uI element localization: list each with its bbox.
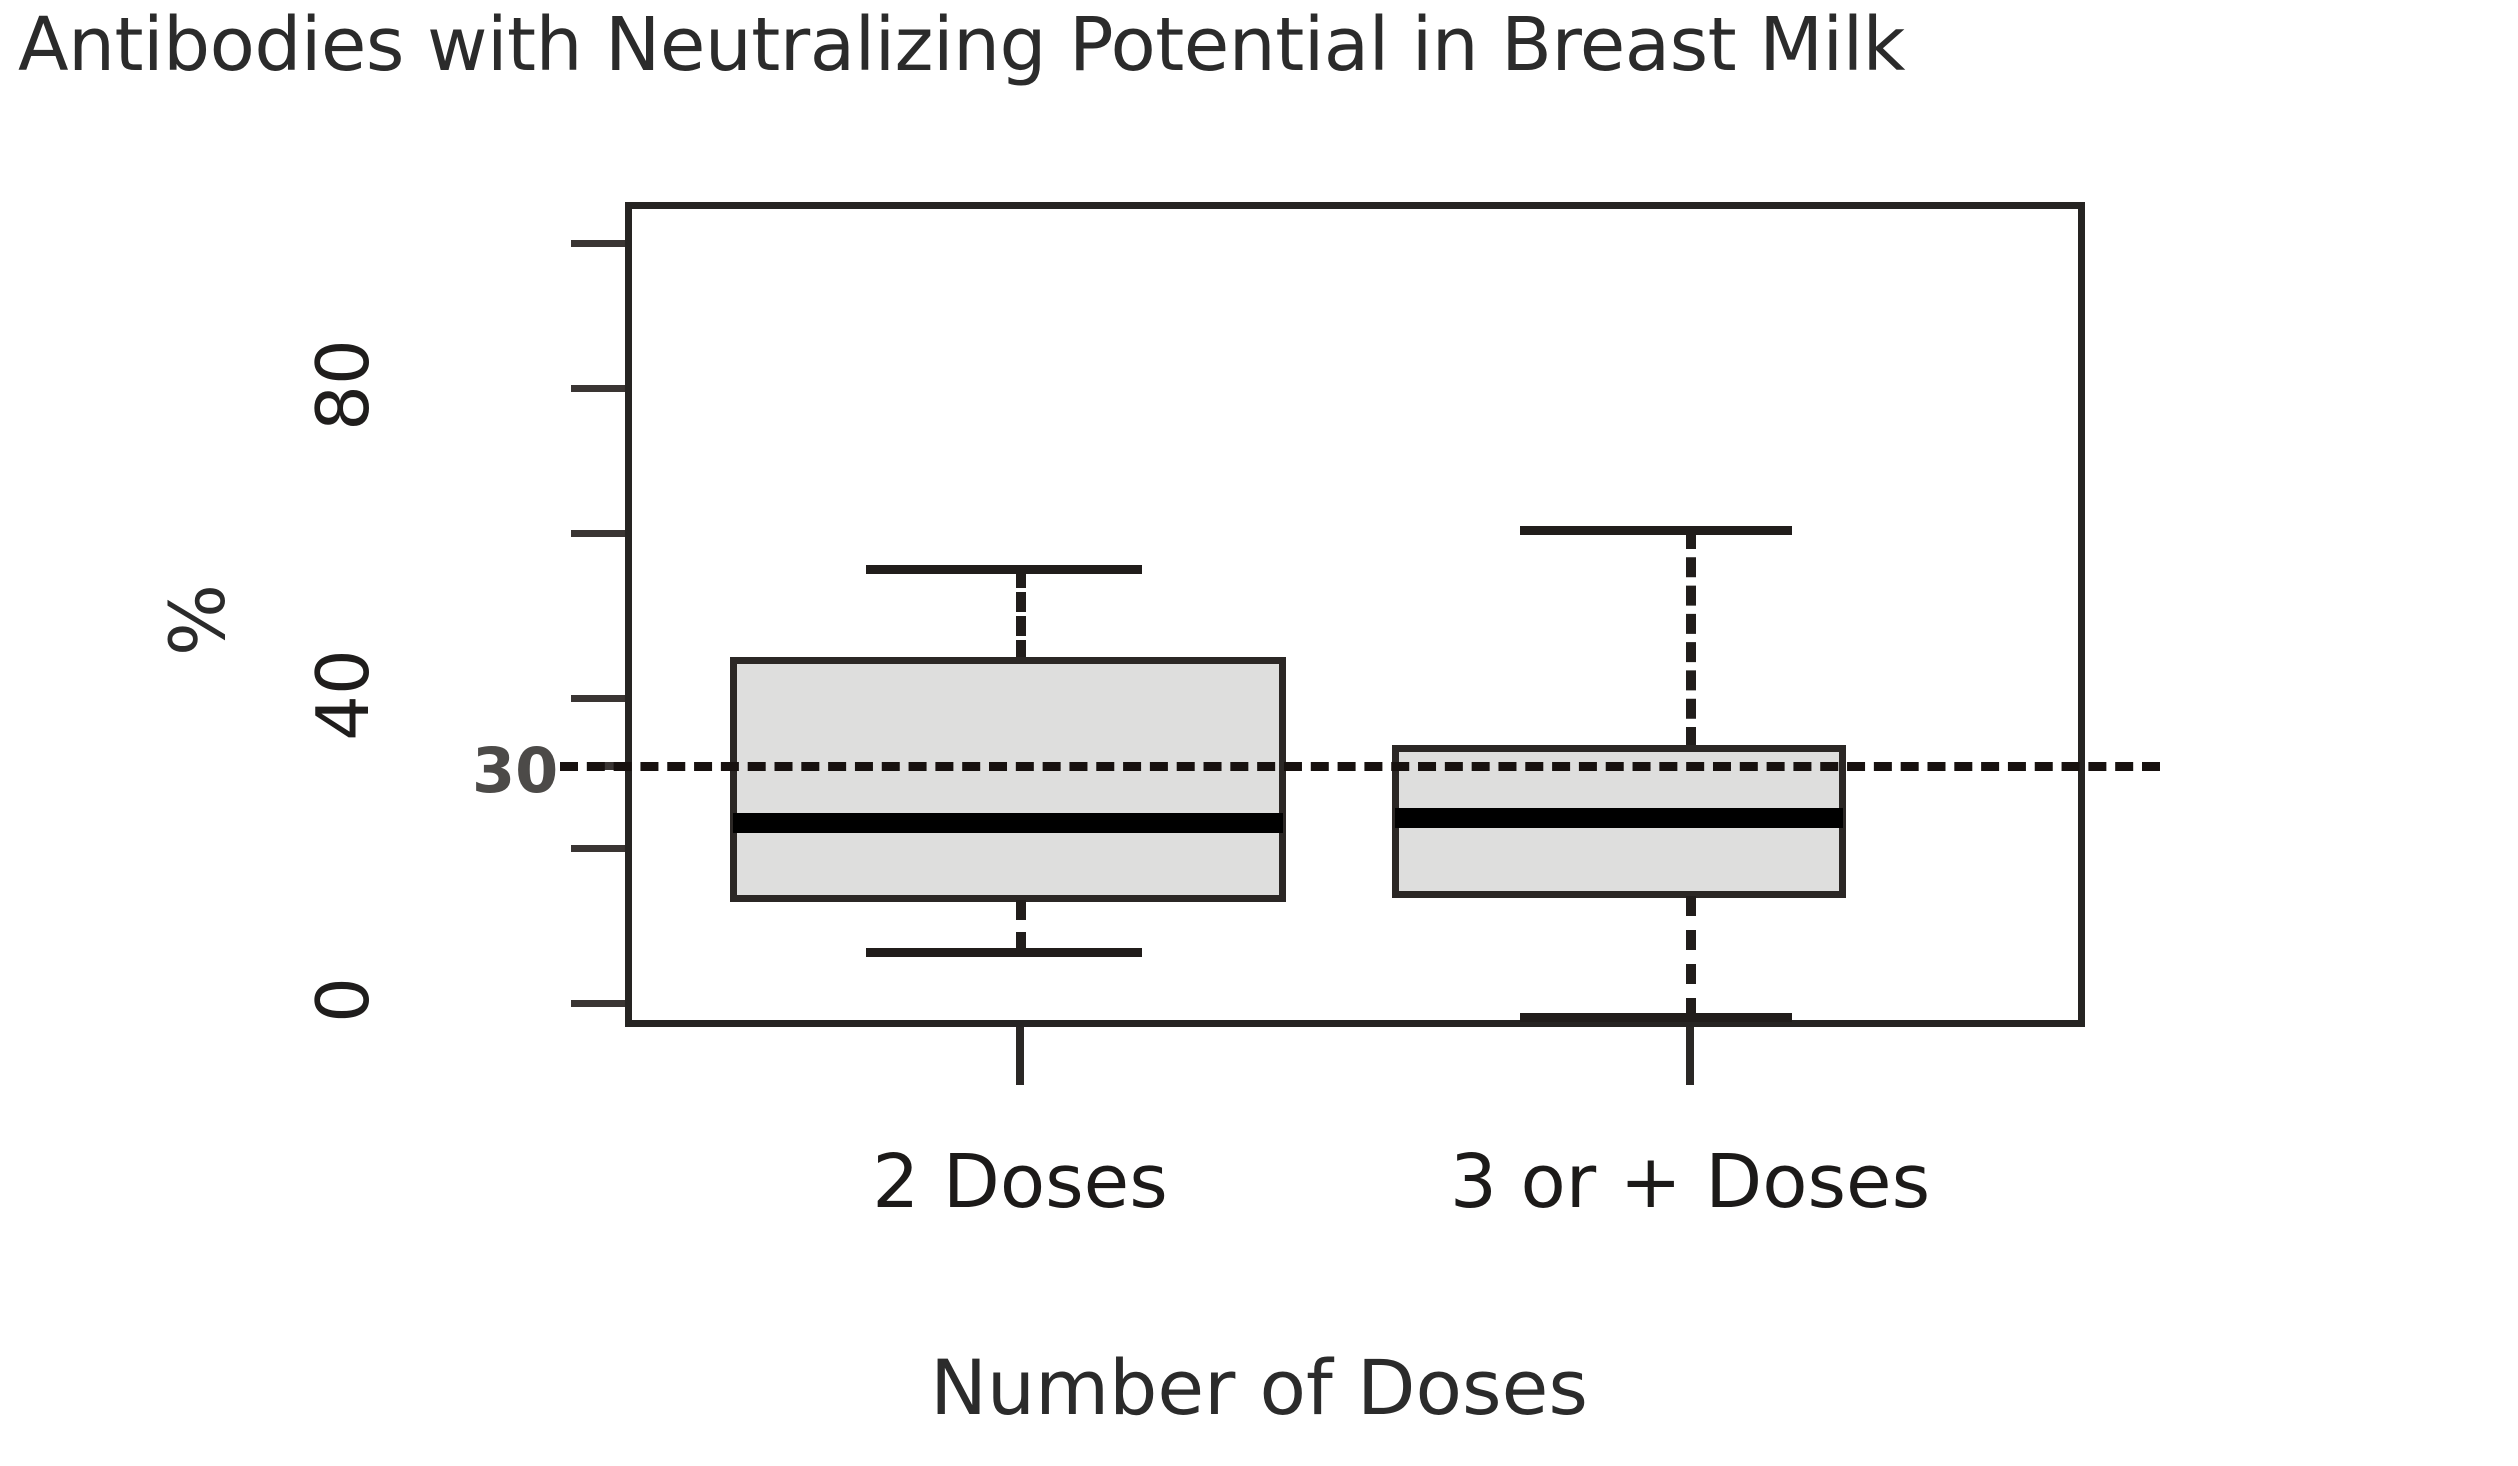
reference-line-label: 30 [472,734,559,807]
median-line-box2 [1395,808,1843,828]
y-tick-mark [571,530,625,537]
whisker-stem-lower-box2 [1686,896,1696,1018]
y-axis-title: % [153,583,242,657]
x-axis-title: Number of Doses [930,1343,1588,1432]
reference-line-30 [560,762,2160,771]
median-line-box1 [733,813,1283,833]
y-tick-mark [571,240,625,247]
y-tick-label-80: 80 [301,339,385,431]
y-tick-mark-0 [571,1000,625,1007]
whisker-stem-upper-box2 [1686,529,1696,747]
whisker-cap-upper-box2 [1520,526,1792,535]
x-tick-label-2-doses: 2 Doses [872,1139,1168,1225]
whisker-cap-lower-box1 [866,948,1142,957]
whisker-stem-lower-box1 [1016,900,1026,952]
whisker-cap-lower-box2 [1520,1013,1792,1022]
plot-frame [625,202,2085,1027]
whisker-cap-upper-box1 [866,565,1142,574]
x-tick-mark-2-doses [1016,1027,1024,1085]
y-tick-label-0: 0 [301,977,385,1023]
x-tick-mark-3-or-more-doses [1686,1027,1694,1085]
x-tick-label-3-or-more-doses: 3 or + Doses [1449,1139,1931,1225]
y-tick-mark [571,845,625,852]
whisker-stem-upper-box1 [1016,568,1026,660]
box-2-doses [730,657,1286,902]
y-tick-mark-40 [571,695,625,702]
chart-title: Antibodies with Neutralizing Potential i… [18,2,1906,88]
y-tick-label-40: 40 [301,649,385,741]
y-tick-mark-80 [571,385,625,392]
